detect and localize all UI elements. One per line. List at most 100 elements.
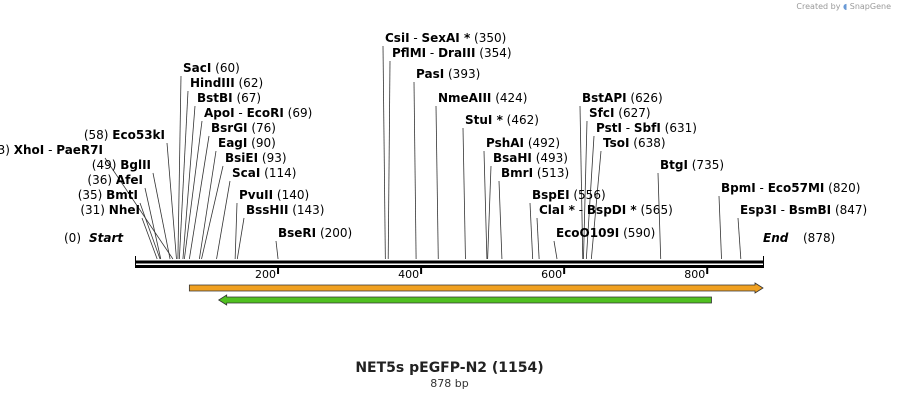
- leader-line: [718, 195, 722, 260]
- enzyme-name: ApoI: [204, 106, 235, 120]
- enzyme-name: CsiI: [385, 31, 410, 45]
- site-position: (590): [619, 226, 655, 240]
- enzyme-name: BmtI: [106, 188, 138, 202]
- site-position: (354): [475, 46, 511, 60]
- leader-line: [216, 180, 231, 260]
- enzyme-name: BsrGI: [211, 121, 248, 135]
- site-text: (35) BmtI: [78, 188, 138, 202]
- site-text: (49) BglII: [92, 158, 151, 172]
- site-position: (200): [316, 226, 352, 240]
- leader-line: [529, 202, 534, 260]
- restriction-site-label: PasI (393): [416, 67, 480, 81]
- leader-line: [579, 105, 584, 260]
- restriction-site-label: ApoI - EcoRI (69): [204, 106, 312, 120]
- end-position: (878): [803, 231, 835, 245]
- snapgene-logo-icon: ◖: [842, 2, 848, 11]
- site-position: (462): [503, 113, 539, 127]
- restriction-site-label: ClaI * - BspDI * (565): [539, 203, 673, 217]
- enzyme-name: BsiEI: [225, 151, 258, 165]
- enzyme-name: StuI *: [465, 113, 504, 127]
- leader-line: [413, 81, 417, 260]
- leader-line: [234, 202, 238, 260]
- site-text: BtgI (735): [660, 158, 724, 172]
- restriction-site-label: Esp3I - BsmBI (847): [740, 203, 867, 217]
- site-position: (631): [661, 121, 697, 135]
- site-text: BstAPI (626): [582, 91, 663, 105]
- enzyme-name: BtgI: [660, 158, 688, 172]
- restriction-site-label: (36) AfeI: [87, 173, 143, 187]
- enzyme-name: BglII: [120, 158, 151, 172]
- enzyme-name: PvuII: [239, 188, 273, 202]
- enzyme-name: PasI: [416, 67, 444, 81]
- leader-line: [487, 165, 492, 260]
- enzyme-name: Eco53kI: [112, 128, 165, 142]
- restriction-site-label: HindIII (62): [190, 76, 263, 90]
- site-text: TsoI (638): [603, 136, 666, 150]
- restriction-site-label: (49) BglII: [92, 158, 151, 172]
- enzyme-name: Eco57MI: [768, 181, 825, 195]
- restriction-site-label: ScaI (114): [232, 166, 296, 180]
- enzyme-name: BssHII: [246, 203, 288, 217]
- site-text: CsiI - SexAI * (350): [385, 31, 506, 45]
- restriction-site-label: (35) BmtI: [78, 188, 138, 202]
- site-position: (35): [78, 188, 106, 202]
- ruler-tick-label: 400: [398, 268, 419, 281]
- leader-line: [166, 142, 177, 260]
- enzyme-separator: -: [622, 121, 634, 135]
- site-text: SacI (60): [183, 61, 240, 75]
- end-labels: (0) Start End (878): [64, 231, 835, 245]
- site-text: StuI * (462): [465, 113, 539, 127]
- end-label: End: [763, 231, 789, 245]
- enzyme-name: ScaI: [232, 166, 260, 180]
- enzyme-separator: -: [777, 203, 789, 217]
- site-text: BssHII (143): [246, 203, 325, 217]
- leader-line: [177, 75, 182, 260]
- site-position: (638): [629, 136, 665, 150]
- site-position: (735): [688, 158, 724, 172]
- restriction-site-labels: (31) NheI(35) BmtI(36) AfeI(49) BglII(53…: [0, 31, 867, 240]
- start-position: (0): [64, 231, 81, 245]
- site-text: BpmI - Eco57MI (820): [721, 181, 860, 195]
- ruler-tick-label: 600: [541, 268, 562, 281]
- map-title: NET5s pEGFP-N2 (1154): [355, 360, 544, 376]
- restriction-site-label: BsaHI (493): [493, 151, 568, 165]
- enzyme-name: SacI: [183, 61, 211, 75]
- restriction-site-label: PstI - SbfI (631): [596, 121, 697, 135]
- site-text: BsiEI (93): [225, 151, 287, 165]
- site-text: ClaI * - BspDI * (565): [539, 203, 673, 217]
- site-text: (36) AfeI: [87, 173, 143, 187]
- leader-line: [182, 105, 196, 260]
- restriction-site-label: (53) XhoI - PaeR7I: [0, 143, 103, 157]
- site-position: (493): [532, 151, 568, 165]
- site-position: (93): [258, 151, 286, 165]
- site-position: (424): [491, 91, 527, 105]
- site-text: BsaHI (493): [493, 151, 568, 165]
- enzyme-name: BmrI: [501, 166, 533, 180]
- restriction-site-label: BsiEI (93): [225, 151, 287, 165]
- enzyme-name: PstI: [596, 121, 622, 135]
- restriction-site-label: BmrI (513): [501, 166, 569, 180]
- enzyme-name: BpmI: [721, 181, 756, 195]
- enzyme-name: ClaI *: [539, 203, 576, 217]
- site-position: (627): [614, 106, 650, 120]
- site-position: (393): [444, 67, 480, 81]
- leader-line: [275, 240, 279, 260]
- credit-brand: SnapGene: [849, 2, 891, 11]
- restriction-site-label: (58) Eco53kI: [84, 128, 165, 142]
- snapgene-credit: Created by ◖ SnapGene: [796, 2, 891, 11]
- site-text: BspEI (556): [532, 188, 606, 202]
- site-text: EagI (90): [218, 136, 276, 150]
- site-text: PasI (393): [416, 67, 480, 81]
- leader-line: [536, 217, 540, 260]
- enzyme-name: PaeR7I: [56, 143, 103, 157]
- site-position: (565): [637, 203, 673, 217]
- leader-line: [498, 180, 503, 260]
- restriction-site-label: BtgI (735): [660, 158, 724, 172]
- enzyme-name: SbfI: [634, 121, 661, 135]
- site-text: PshAI (492): [486, 136, 560, 150]
- enzyme-name: BspDI *: [587, 203, 637, 217]
- enzyme-name: SexAI *: [422, 31, 471, 45]
- leader-line: [737, 217, 742, 260]
- leader-line: [198, 150, 217, 260]
